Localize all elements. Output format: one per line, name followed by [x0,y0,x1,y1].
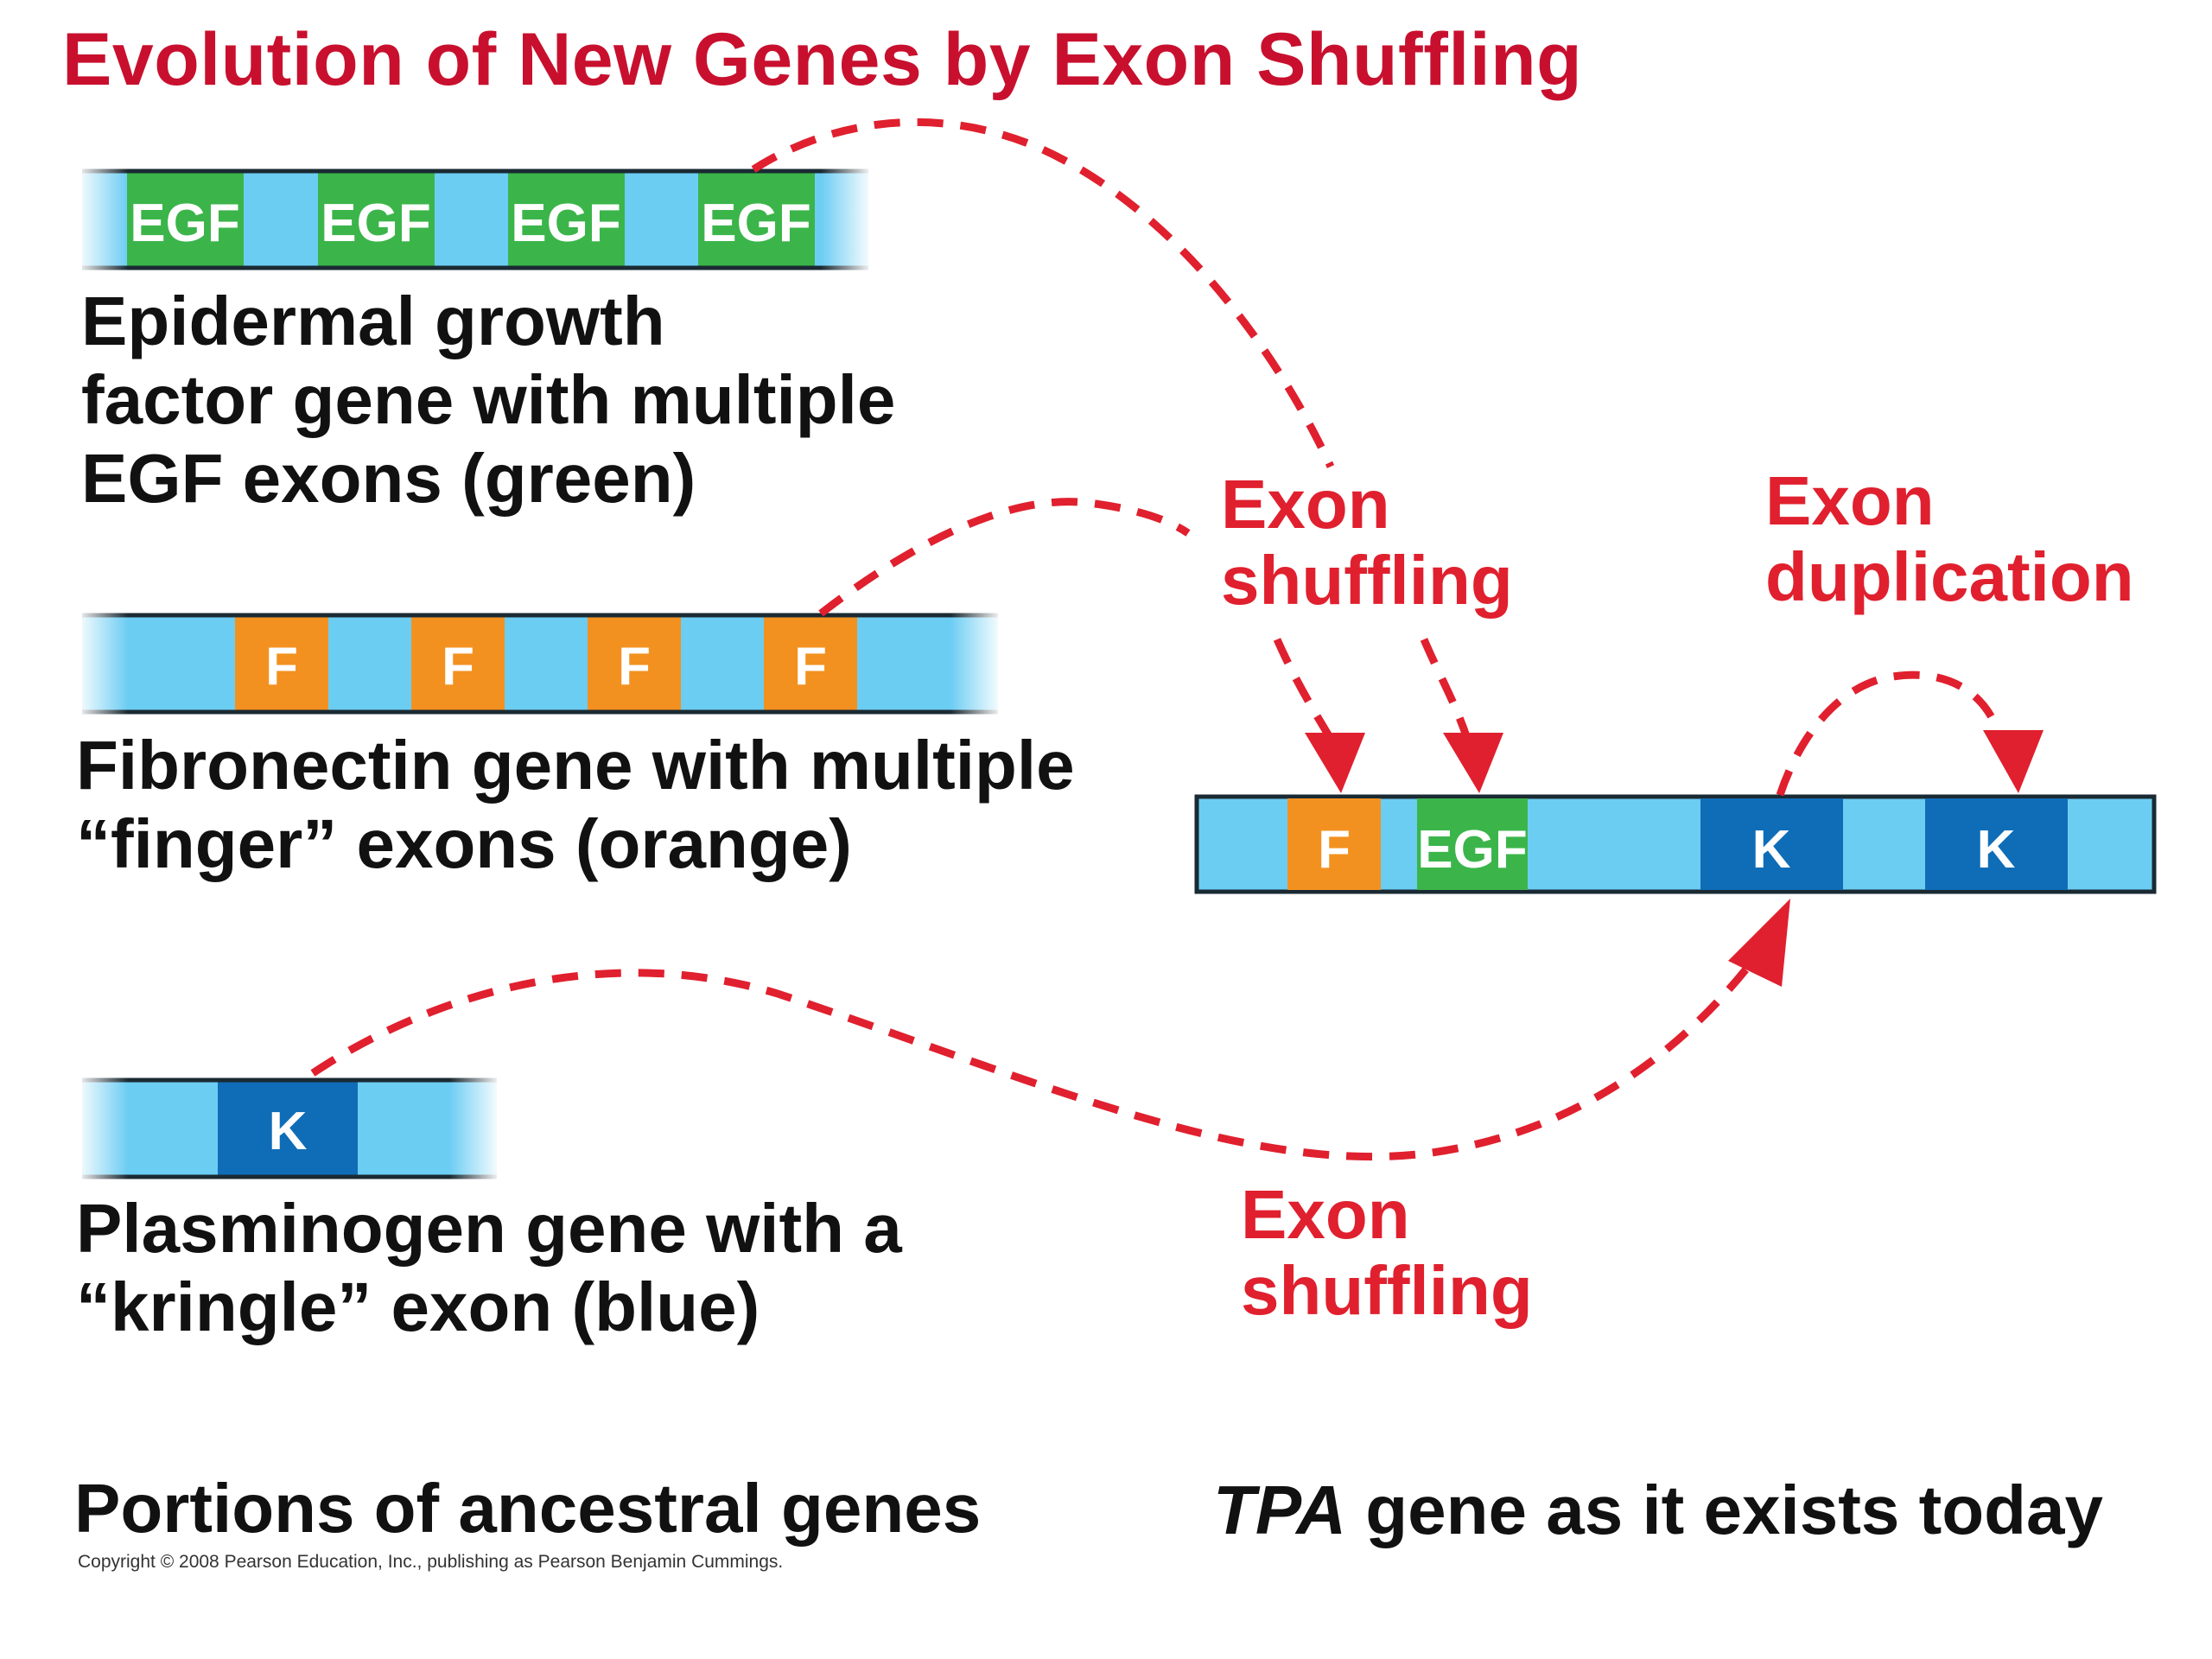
egf-exon [508,171,625,268]
f-exon-label: F [265,637,298,696]
k-exon-label: K [269,1102,308,1161]
egf-exon [698,171,815,268]
fibronectin-gene-intron-bar [82,615,998,712]
egf-exon-label: EGF [321,194,430,253]
tpa-gene: F EGF K K [1194,794,2157,894]
egf-exon [127,171,244,268]
f-shuffling-arrow-path-lower [1420,638,1471,741]
ancestral-genes-label: Portions of ancestral genes [74,1470,982,1547]
tpa-exon-label-3: K [1752,820,1791,880]
egf-exon-label: EGF [130,194,239,253]
f-exon-label: F [442,637,474,696]
tpa-gene-label: TPA gene as it exists today [1213,1471,2103,1550]
k-shuffling-arrow-path [310,957,1758,1161]
page-title: Evolution of New Genes by Exon Shuffling [62,18,1583,101]
tpa-gene-name: TPA [1213,1471,1347,1548]
k-duplication-arrow-path [1776,671,2005,797]
tpa-exon-label-1: F [1318,820,1351,880]
tpa-k-exon [1700,798,1843,890]
egf-exon-label: EGF [511,194,620,253]
fibronectin-gene-caption: Fibronectin gene with multiple “finger” … [76,726,1075,883]
arrowhead-up-icon [1728,899,1790,987]
f-exon [764,615,857,712]
f-exon-label: F [794,637,827,696]
caption-line: EGF exons (green) [81,440,696,517]
arrows [310,118,2005,1161]
caption-line: factor gene with multiple [81,361,896,438]
k-exon [218,1080,358,1177]
arrowhead-down-icon [1443,733,1503,793]
tpa-gene-label-rest: gene as it exists today [1346,1471,2103,1548]
f-exon [235,615,328,712]
tpa-exon-label-4: K [1977,820,2016,880]
fibronectin-gene: F F F F [76,612,1002,715]
f-exon [411,615,505,712]
plasminogen-gene: K [76,1077,501,1180]
f-shuffling-arrow-path [818,498,1191,617]
egf-gene: EGF EGF EGF EGF [76,168,873,271]
copyright-notice: Copyright © 2008 Pearson Education, Inc.… [78,1552,784,1572]
f-exon-label: F [618,637,651,696]
egf-shuffling-arrow-path-lower [1273,638,1334,741]
tpa-k-exon [1925,798,2068,890]
exon-duplication-label: Exon duplication [1765,462,2134,615]
tpa-exon-label-2: EGF [1417,820,1527,880]
egf-exon-label: EGF [701,194,810,253]
f-exon [588,615,681,712]
exon-shuffling-label-top: Exon shuffling [1221,466,1513,619]
tpa-f-exon [1287,798,1381,890]
arrowhead-down-icon [1983,730,2044,793]
plasminogen-gene-caption: Plasminogen gene with a “kringle” exon (… [76,1189,902,1346]
exon-shuffling-label-bottom: Exon shuffling [1241,1176,1533,1329]
tpa-egf-exon [1417,798,1528,890]
egf-gene-caption: Epidermal growth factor gene with multip… [81,282,895,518]
caption-line: Epidermal growth [81,283,665,359]
caption-line: Plasminogen gene with a [76,1190,902,1267]
arrowheads [1305,730,2044,987]
egf-shuffling-arrow-path [751,118,1335,468]
egf-exon [318,171,435,268]
caption-line: Fibronectin gene with multiple [76,727,1075,804]
caption-line: “finger” exons (orange) [76,805,852,882]
arrowhead-down-icon [1305,733,1365,793]
caption-line: “kringle” exon (blue) [76,1268,760,1345]
